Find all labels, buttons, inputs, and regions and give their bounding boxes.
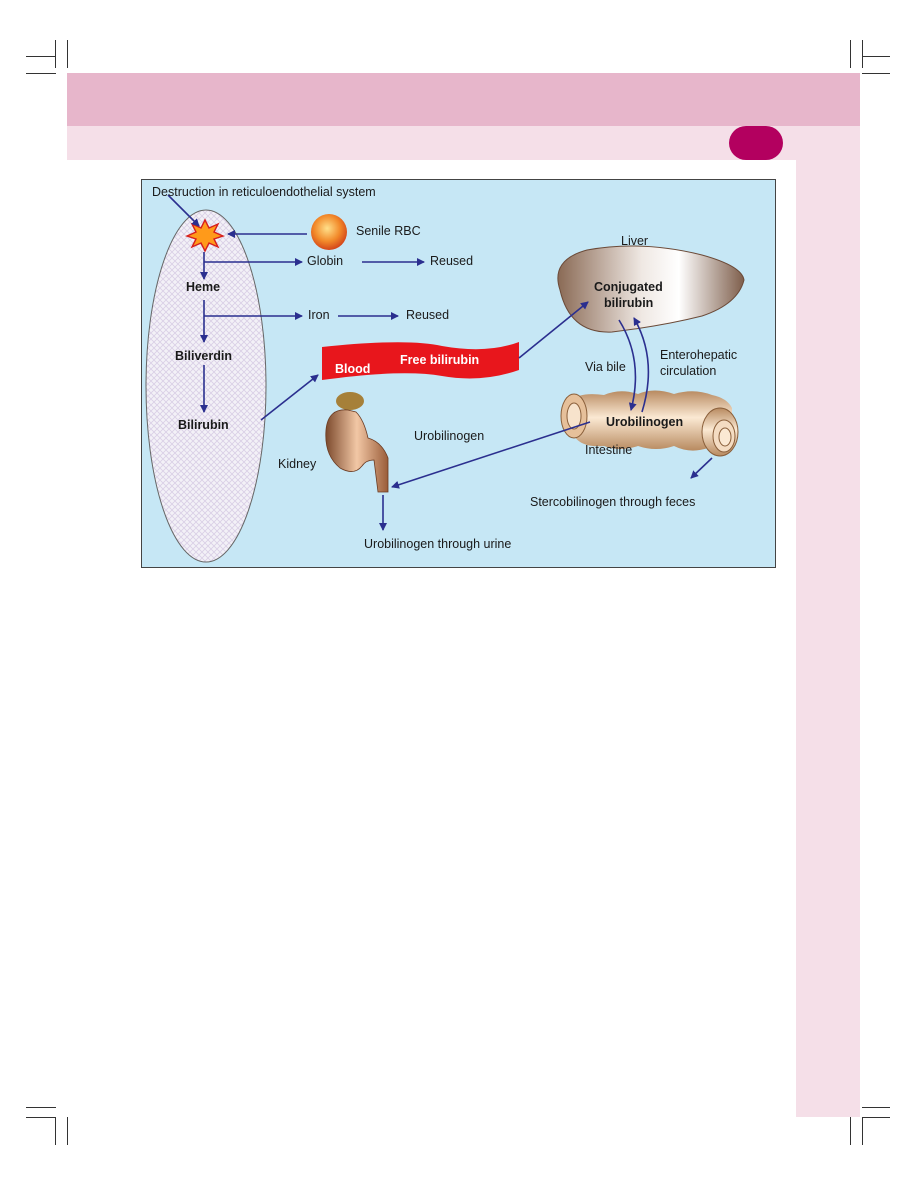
flow-arrows <box>167 194 713 531</box>
label-circulation: circulation <box>660 364 717 378</box>
label-urobilinogen-intestine: Urobilinogen <box>606 415 684 429</box>
label-blood: Blood <box>335 362 371 376</box>
label-urobilinogen-kidney: Urobilinogen <box>414 429 485 443</box>
label-free-bilirubin: Free bilirubin <box>400 353 480 367</box>
label-enterohepatic: Enterohepatic <box>660 348 738 362</box>
liver-shape <box>557 245 745 333</box>
label-liver: Liver <box>621 234 649 248</box>
label-kidney: Kidney <box>278 457 317 471</box>
starburst-icon <box>185 218 225 253</box>
kidney-shape <box>325 392 389 493</box>
bilirubin-metabolism-diagram: Destruction in reticuloendothelial syste… <box>141 179 776 568</box>
label-reused-globin: Reused <box>430 254 474 268</box>
label-via-bile: Via bile <box>585 360 626 374</box>
reticuloendothelial-system-ellipse <box>145 209 267 563</box>
intestine-shape <box>560 390 739 457</box>
blood-vessel-shape <box>322 342 519 380</box>
page-tab-marker <box>729 126 783 160</box>
label-bilirubin: Bilirubin <box>178 418 229 432</box>
side-strip <box>796 160 860 1117</box>
label-iron: Iron <box>308 308 330 322</box>
header-band <box>67 73 860 126</box>
label-conjugated-bilirubin: bilirubin <box>604 296 654 310</box>
diagram-graphics <box>145 194 745 563</box>
label-reused-iron: Reused <box>406 308 450 322</box>
label-biliverdin: Biliverdin <box>175 349 232 363</box>
label-destruction-reticuloendothelial: Destruction in reticuloendothelial syste… <box>152 185 376 199</box>
label-heme: Heme <box>186 280 221 294</box>
label-conjugated: Conjugated <box>594 280 663 294</box>
label-urobilinogen-urine: Urobilinogen through urine <box>364 537 512 551</box>
subheader-band <box>67 126 860 160</box>
label-globin: Globin <box>307 254 344 268</box>
label-intestine: Intestine <box>585 443 633 457</box>
label-stercobilinogen: Stercobilinogen through feces <box>530 495 696 509</box>
label-senile-rbc: Senile RBC <box>356 224 421 238</box>
senile-rbc-icon <box>311 214 347 250</box>
